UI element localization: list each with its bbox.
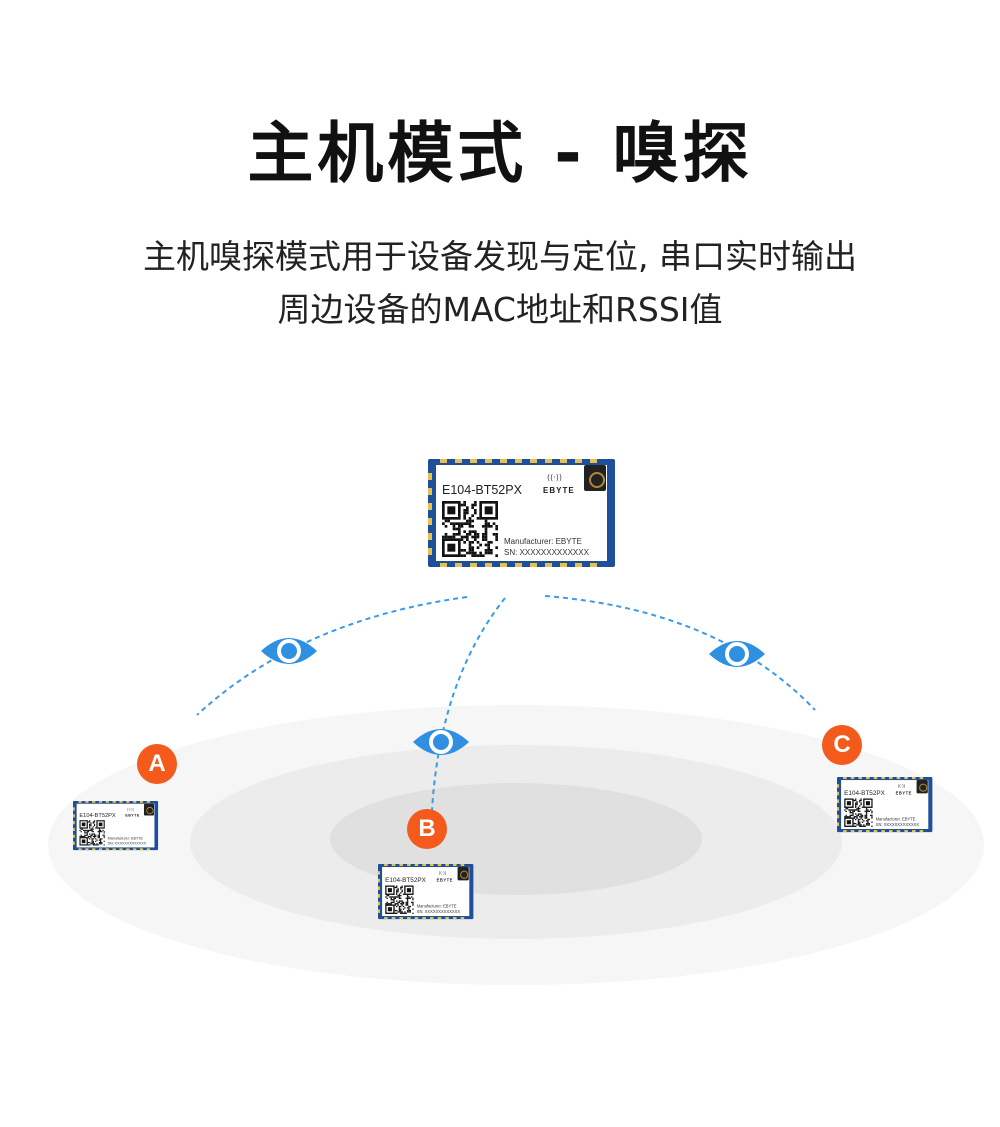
antenna-connector-icon (584, 465, 606, 491)
module-model: E104-BT52PX (442, 483, 522, 497)
page-title: 主机模式 - 嗅探 (247, 115, 753, 192)
module-pads (73, 801, 150, 851)
module-model: E104-BT52PX (79, 811, 116, 819)
module-brand: EBYTE (895, 790, 912, 796)
module-brand: EBYTE (543, 486, 575, 495)
subtitle-line-1: 主机嗅探模式用于设备发现与定位, 串口实时输出 (143, 237, 857, 276)
module-model: E104-BT52PX (844, 789, 885, 797)
module-label: E104-BT52PX ((·)) EBYTE Manufacturer: EB… (382, 867, 470, 917)
qr-code-icon (385, 885, 414, 914)
module-pads (837, 777, 924, 833)
module-model: E104-BT52PX (385, 876, 426, 884)
eye-icon (413, 729, 469, 755)
antenna-connector-icon (143, 803, 154, 816)
qr-code-icon (442, 501, 498, 557)
qr-code-icon (844, 798, 873, 827)
host-module: E104-BT52PX ((·)) EBYTE Manufacturer: EB… (428, 459, 615, 567)
device-module-b: E104-BT52PX ((·)) EBYTE Manufacturer: EB… (378, 864, 474, 920)
module-serial: SN: XXXXXXXXXXXXX (107, 841, 147, 846)
subtitle-line-2: 周边设备的MAC地址和RSSI值 (277, 290, 723, 329)
device-module-a: E104-BT52PX ((·)) EBYTE Manufacturer: EB… (73, 801, 159, 851)
device-badge-a: A (137, 744, 177, 784)
wireless-icon: ((·)) (127, 807, 134, 812)
wireless-icon: ((·)) (897, 784, 906, 789)
module-brand: EBYTE (436, 877, 453, 883)
module-label: E104-BT52PX ((·)) EBYTE Manufacturer: EB… (841, 780, 929, 830)
antenna-connector-icon (457, 867, 469, 881)
module-serial: SN: XXXXXXXXXXXXX (416, 909, 461, 914)
module-manufacturer: Manufacturer: EBYTE (875, 816, 916, 822)
module-serial: SN: XXXXXXXXXXXXX (875, 822, 920, 827)
eye-icon (261, 638, 317, 664)
device-badge-c: C (822, 725, 862, 765)
module-pads (428, 459, 597, 567)
module-label: E104-BT52PX ((·)) EBYTE Manufacturer: EB… (76, 803, 155, 848)
qr-code-icon (79, 820, 105, 846)
module-label: E104-BT52PX ((·)) EBYTE Manufacturer: EB… (436, 465, 607, 561)
module-manufacturer: Manufacturer: EBYTE (107, 836, 143, 841)
module-pads (378, 864, 465, 920)
eye-icon (709, 641, 765, 667)
wireless-icon: ((·)) (438, 871, 447, 876)
wireless-icon: ((·)) (547, 473, 563, 482)
sniff-link-a (196, 596, 468, 716)
module-manufacturer: Manufacturer: EBYTE (416, 903, 457, 909)
module-manufacturer: Manufacturer: EBYTE (504, 537, 582, 546)
module-serial: SN: XXXXXXXXXXXXX (504, 548, 589, 557)
device-module-c: E104-BT52PX ((·)) EBYTE Manufacturer: EB… (837, 777, 933, 833)
antenna-connector-icon (916, 780, 928, 794)
sniff-link-c (544, 595, 816, 711)
module-brand: EBYTE (125, 813, 140, 818)
device-badge-b: B (407, 809, 447, 849)
